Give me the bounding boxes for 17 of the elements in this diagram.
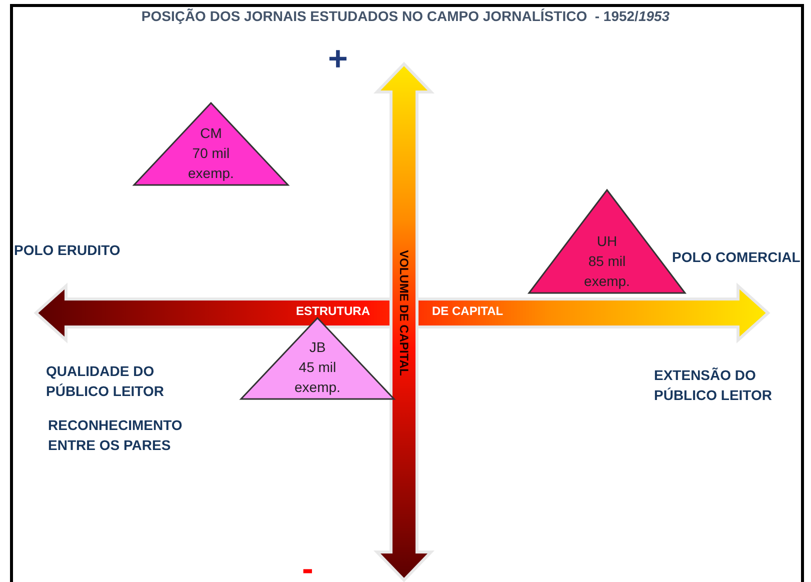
newspaper-name: CM — [199, 124, 223, 143]
newspaper-name: UH — [596, 232, 618, 251]
axis-label: VOLUME DE CAPITAL — [396, 250, 411, 376]
circulation-text: 45 mil exemp. — [294, 358, 342, 397]
minus-sign: - — [302, 552, 314, 582]
pole-label: POLO ERUDITO — [14, 241, 120, 260]
newspaper-name: JB — [308, 338, 327, 357]
circulation-text: 70 mil exemp. — [187, 144, 235, 183]
circulation-text: 85 mil exemp. — [583, 252, 631, 291]
pole-label: POLO COMERCIAL — [672, 248, 800, 267]
plus-sign: + — [328, 42, 348, 76]
axis-end-label: EXTENSÃO DO PÚBLICO LEITOR — [654, 366, 773, 405]
axis-end-label: RECONHECIMENTO ENTRE OS PARES — [48, 416, 184, 455]
axis-label: ESTRUTURA — [296, 304, 370, 318]
title: POSIÇÃO DOS JORNAIS ESTUDADOS NO CAMPO JORNALÍSTICO - 1952/1953 — [140, 8, 671, 24]
axis-label: DE CAPITAL — [432, 304, 504, 318]
axis-end-label: QUALIDADE DO PÚBLICO LEITOR — [46, 362, 165, 401]
